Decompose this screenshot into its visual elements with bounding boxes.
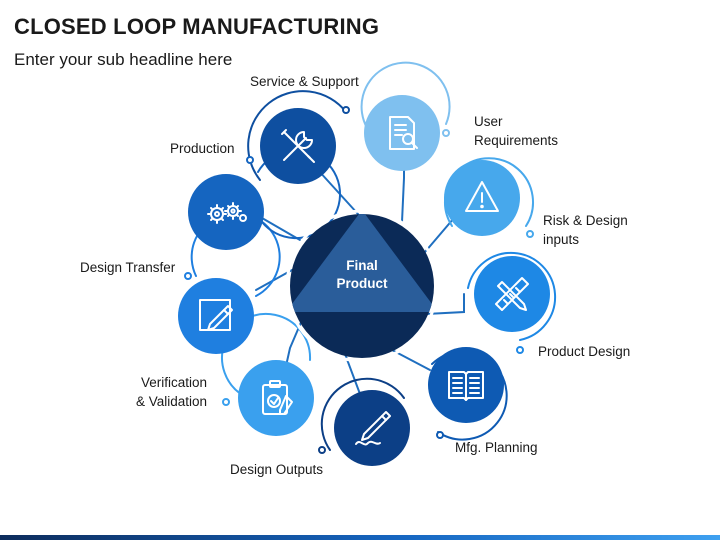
label-user-requirements-line1: User (474, 114, 503, 129)
dot-service-support (342, 106, 350, 114)
hub-triangle (290, 214, 434, 312)
node-verification (238, 360, 314, 436)
node-user-requirements (364, 95, 440, 171)
hub-outer-ring (285, 209, 439, 363)
warning-icon (465, 181, 499, 212)
label-risk-design-line1: Risk & Design (543, 213, 628, 228)
label-design-outputs: Design Outputs (230, 462, 324, 477)
label-production: Production (170, 141, 235, 156)
node-product-design (474, 256, 550, 332)
dot-mfg-planning (436, 431, 444, 439)
hub-label-line2: Product (336, 276, 388, 291)
gears-icon (207, 202, 247, 224)
hub-label-line1: Final (346, 258, 378, 273)
edit-document-icon (199, 299, 233, 331)
label-user-requirements-line2: Requirements (474, 133, 559, 148)
dot-product-design (516, 346, 524, 354)
final-product-hub: Final Product (285, 209, 439, 363)
connector-mfg-planning (391, 349, 431, 371)
label-mfg-planning: Mfg. Planning (455, 440, 538, 455)
ring-product-design (467, 251, 557, 341)
page-title: CLOSED LOOP MANUFACTURING (14, 14, 380, 39)
document-search-icon (389, 116, 418, 150)
dot-design-outputs (318, 446, 326, 454)
dot-verification (222, 398, 230, 406)
pen-signature-icon (355, 411, 391, 446)
label-service-support: Service & Support (250, 74, 359, 89)
tools-icon (281, 129, 315, 163)
ring-end-dots (184, 106, 534, 454)
node-design-transfer (178, 278, 254, 354)
connector-product-design (425, 293, 465, 315)
label-risk-design: Risk & Design inputs (543, 211, 628, 249)
pencil-ruler-icon (495, 277, 529, 311)
label-verification: Verification & Validation (116, 373, 207, 411)
book-icon (448, 371, 484, 401)
label-verification-line2: & Validation (135, 394, 207, 409)
dot-design-transfer (184, 272, 192, 280)
node-circles (178, 95, 550, 466)
connector-production (261, 217, 301, 241)
dot-production (246, 156, 254, 164)
node-design-outputs (334, 390, 410, 466)
label-design-transfer: Design Transfer (80, 260, 176, 275)
bottom-accent-bar (0, 535, 720, 540)
page-subtitle: Enter your sub headline here (14, 50, 233, 69)
dot-user-requirements (442, 129, 450, 137)
dot-risk-design (526, 230, 534, 238)
ring-design-outputs (320, 377, 405, 451)
label-risk-design-line2: inputs (543, 232, 580, 247)
connector-service-support (317, 169, 359, 215)
connector-risk-design (424, 217, 455, 253)
clipboard-check-icon (262, 380, 293, 415)
label-product-design: Product Design (538, 344, 631, 359)
connector-verification (285, 319, 303, 367)
label-verification-line1: Verification (140, 375, 207, 390)
label-user-requirements: User Requirements (474, 112, 558, 150)
